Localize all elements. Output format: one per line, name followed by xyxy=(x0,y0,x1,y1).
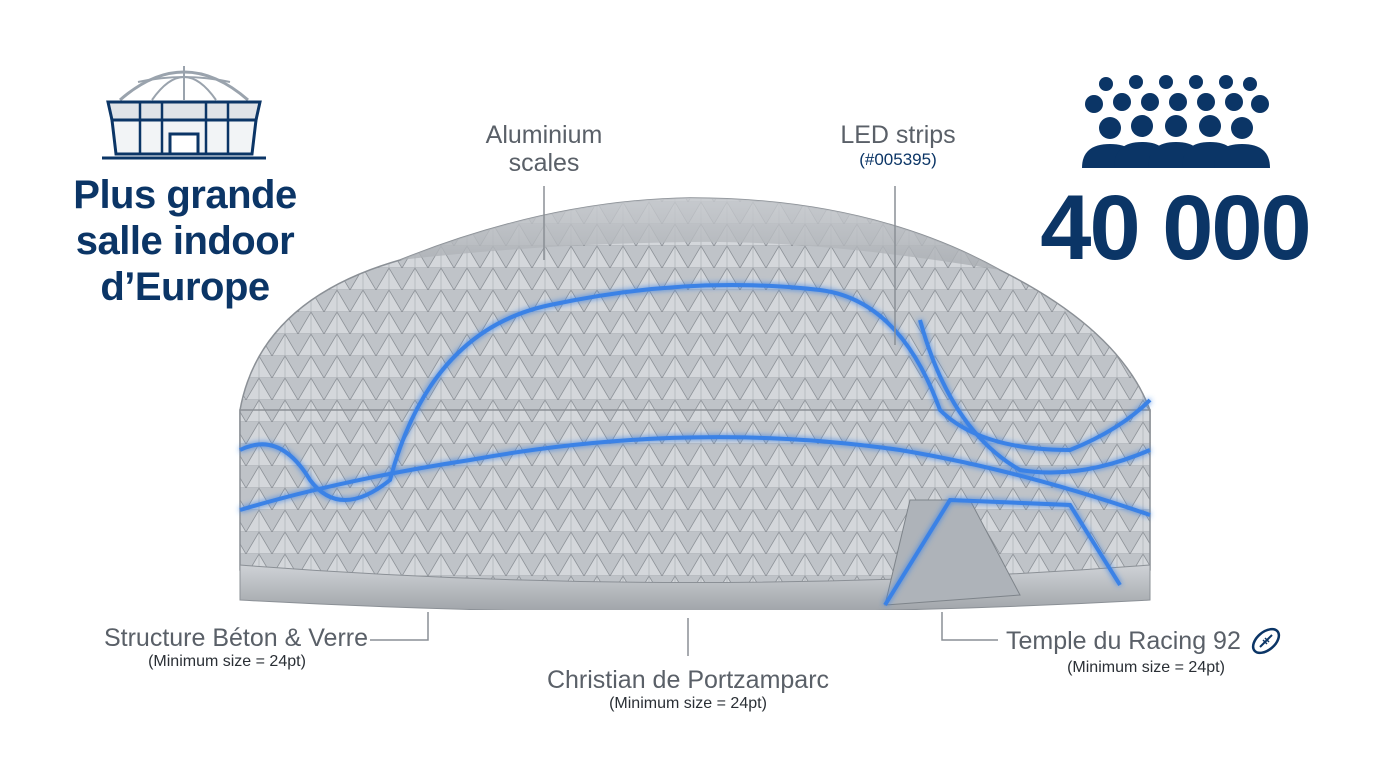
headline-line-2: salle indoor xyxy=(75,219,295,263)
temple-title: Temple du Racing 92 xyxy=(1006,627,1241,655)
temple-note: (Minimum size = 24pt) xyxy=(1067,659,1225,676)
temple-label: Temple du Racing 92 (Minimum size = 24pt… xyxy=(1006,624,1296,678)
led-title: LED strips xyxy=(840,121,956,149)
structure-note: (Minimum size = 24pt) xyxy=(148,653,306,670)
architect-note: (Minimum size = 24pt) xyxy=(609,695,767,712)
structure-label: Structure Béton & Verre (Minimum size = … xyxy=(86,624,368,672)
led-hex: (#005395) xyxy=(859,150,937,169)
headline-line-1: Plus grande xyxy=(73,173,297,217)
aluminium-label: Aluminium scales xyxy=(462,121,626,177)
headline-line-3: d’Europe xyxy=(100,265,270,309)
structure-title: Structure Béton & Verre xyxy=(103,624,368,652)
stadium-icon xyxy=(102,66,266,160)
headline: Plus grande salle indoor d’Europe xyxy=(40,172,330,310)
led-label: LED strips (#005395) xyxy=(810,121,986,171)
temple-title-row: Temple du Racing 92 xyxy=(1006,624,1296,658)
rugby-ball-icon xyxy=(1251,627,1280,655)
stadium-illustration xyxy=(239,197,1152,610)
aluminium-line-2: scales xyxy=(508,149,580,177)
architect-label: Christian de Portzamparc (Minimum size =… xyxy=(520,666,856,714)
crowd-icon xyxy=(1082,75,1270,168)
architect-title: Christian de Portzamparc xyxy=(546,666,830,694)
aluminium-line-1: Aluminium xyxy=(485,121,603,149)
capacity-number: 40 000 xyxy=(1040,177,1311,279)
